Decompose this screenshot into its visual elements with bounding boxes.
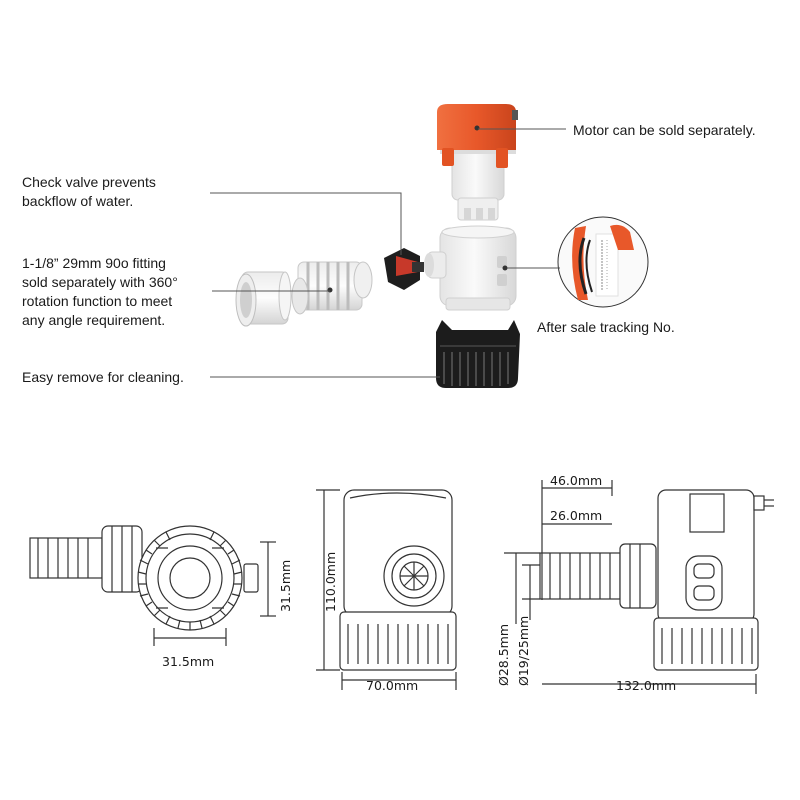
hose-nut (235, 271, 292, 327)
dim-side-length: 132.0mm (616, 678, 676, 693)
dim-bottom-height: 31.5mm (278, 560, 293, 612)
hose-fitting (291, 261, 373, 315)
callout-tracking: After sale tracking No. (537, 319, 675, 335)
dim-side-top-46: 46.0mm (550, 473, 602, 488)
strainer-base (436, 320, 520, 388)
dim-outlet-inner: Ø19/25mm (516, 616, 531, 686)
front-view (316, 489, 457, 690)
callout-strainer: Easy remove for cleaning. (22, 369, 184, 385)
bottom-view (29, 525, 276, 646)
dim-outlet-outer: Ø28.5mm (496, 624, 511, 686)
dim-side-top-26: 26.0mm (550, 508, 602, 523)
tracking-inset (557, 216, 649, 308)
dim-front-width: 70.0mm (366, 678, 418, 693)
callout-check-valve: Check valve prevents backflow of water. (22, 174, 156, 209)
callout-fitting: 1-1/8” 29mm 90o fitting sold separately … (22, 255, 178, 328)
callout-motor: Motor can be sold separately. (573, 122, 756, 138)
dim-bottom-width: 31.5mm (162, 654, 214, 669)
check-valve (384, 248, 424, 290)
motor-unit (437, 104, 518, 221)
side-view (504, 480, 774, 694)
callout-lines (210, 128, 566, 378)
dim-front-height: 110.0mm (323, 552, 338, 612)
pump-housing (424, 225, 517, 311)
